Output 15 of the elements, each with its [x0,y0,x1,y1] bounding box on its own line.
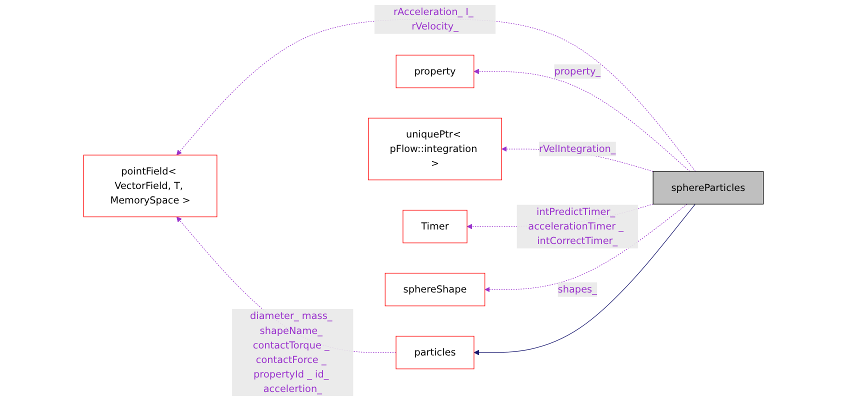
edge-label: shapes_ [558,283,597,295]
node-box: pointField< VectorField, T, MemorySpace > [83,154,218,218]
edge-label: intPredictTimer_ accelerationTimer _ intCorrectTimer_ [528,206,624,247]
node-box: sphereParticles [652,171,764,204]
node-box: uniquePtr< pFlow::integration > [368,118,502,180]
node-box: property [396,54,474,88]
arrow [474,204,696,356]
edge-label: rAcceleration_ I_ rVelocity_ [394,6,474,32]
node-box: Timer [402,210,468,244]
arrow [484,204,688,292]
edge-label: diameter_ mass_ shapeName_ contactTorque _ contactForce _ propertyId _ id_ accelertion_ [250,310,332,394]
node-box: particles [396,336,474,370]
node-box: sphereShape [384,272,486,306]
edge-label: rVelIntegration_ [538,142,616,154]
edge-label: property_ [554,65,601,77]
